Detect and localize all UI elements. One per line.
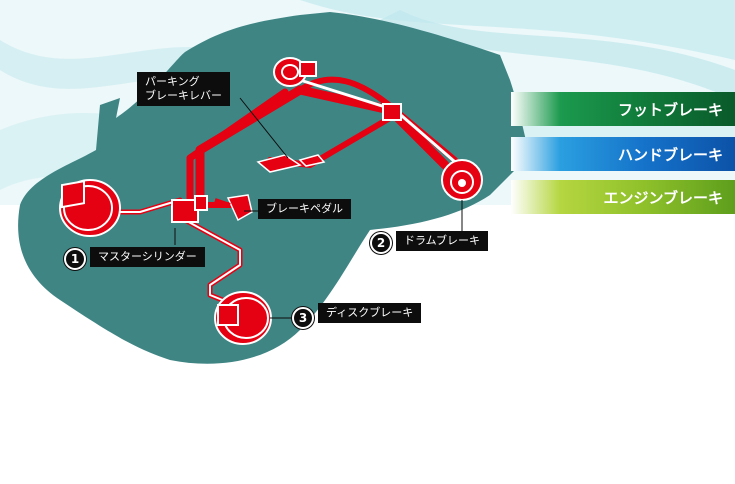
junction-block: [383, 104, 401, 120]
front-right-disc: [215, 292, 271, 344]
engine-brake-label: エンジンブレーキ: [603, 187, 723, 208]
parking-lever-label-line2: ブレーキレバー: [145, 89, 222, 103]
parking-lever-label-line1: パーキング: [145, 75, 222, 89]
rear-right-drum: [442, 160, 482, 200]
marker-1: 1: [64, 248, 86, 270]
parking-lever-callout: パーキング ブレーキレバー: [137, 72, 230, 106]
engine-brake-button[interactable]: エンジンブレーキ: [511, 180, 735, 214]
foot-brake-button[interactable]: フットブレーキ: [511, 92, 735, 126]
disc-brake-label: ディスクブレーキ: [326, 306, 413, 320]
front-left-disc: [60, 180, 120, 236]
foot-brake-label: フットブレーキ: [618, 99, 723, 120]
drum-brake-callout: ドラムブレーキ: [396, 231, 488, 251]
master-cylinder-callout: マスターシリンダー: [90, 247, 205, 267]
drum-brake-label: ドラムブレーキ: [404, 234, 480, 248]
disc-brake-callout: ディスクブレーキ: [318, 303, 421, 323]
hand-brake-button[interactable]: ハンドブレーキ: [511, 137, 735, 171]
brake-pedal-callout: ブレーキペダル: [258, 199, 351, 219]
master-cylinder-label: マスターシリンダー: [98, 250, 197, 264]
marker-3: 3: [292, 307, 314, 329]
marker-2: 2: [370, 232, 392, 254]
brake-pedal-label: ブレーキペダル: [266, 202, 343, 216]
hand-brake-label: ハンドブレーキ: [618, 144, 723, 165]
